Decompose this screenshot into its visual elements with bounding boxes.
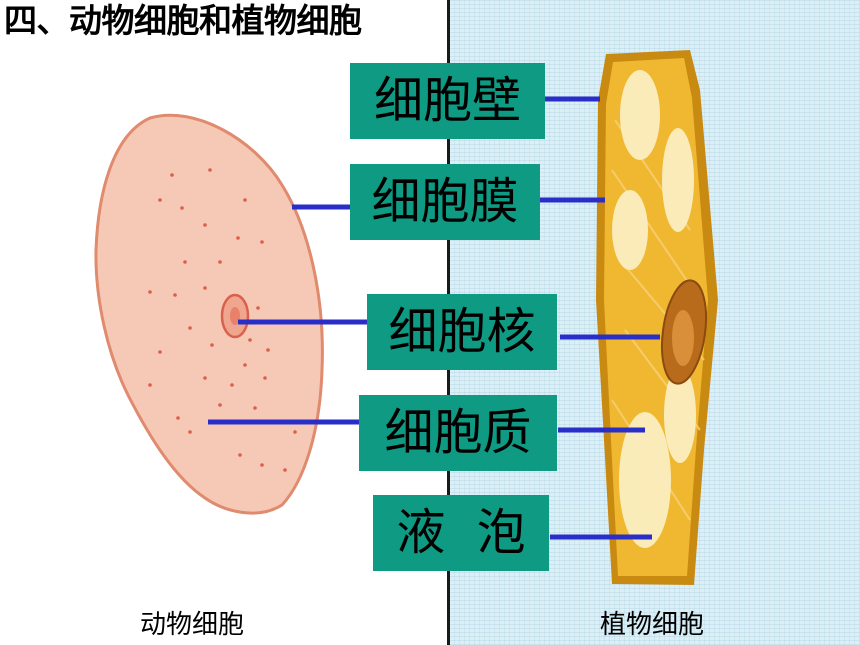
animal-nucleus [220, 293, 250, 339]
label-cytoplasm: 细胞质 [359, 395, 557, 471]
page-title: 四、动物细胞和植物细胞 [4, 1, 362, 40]
leader-lines [208, 96, 660, 540]
vacuole [619, 412, 671, 548]
animal-cell [94, 113, 324, 515]
caption-plant-cell: 植物细胞 [600, 610, 705, 640]
label-vacuole: 液 泡 [373, 495, 549, 571]
plant-nucleus [660, 279, 708, 385]
vacuole [664, 367, 696, 463]
label-nucleus: 细胞核 [367, 294, 557, 370]
vacuole [612, 190, 648, 270]
animal-cell-body [94, 113, 324, 515]
label-cell-membrane: 细胞膜 [350, 164, 540, 240]
caption-animal-cell: 动物细胞 [140, 610, 245, 640]
plant-vacuoles [612, 70, 696, 548]
vacuole [662, 128, 694, 232]
vacuole [620, 70, 660, 160]
animal-cell-granules [148, 168, 297, 472]
label-cell-wall: 细胞壁 [350, 63, 545, 139]
plant-cell [596, 50, 718, 585]
